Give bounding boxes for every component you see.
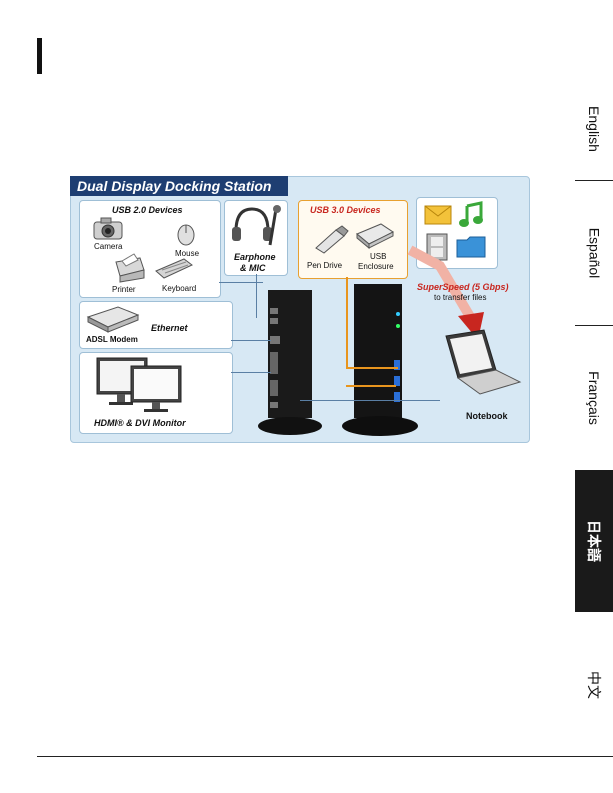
mouse-icon <box>176 222 196 246</box>
notebook-icon <box>440 330 524 400</box>
tab-chinese[interactable]: 中文 <box>575 640 613 730</box>
keyboard-icon <box>154 257 194 279</box>
tab-japanese-label: 日本語 <box>584 520 604 562</box>
monitor-label: HDMI® & DVI Monitor <box>94 418 186 428</box>
usb3-heading: USB 3.0 Devices <box>310 205 381 215</box>
superspeed-label: SuperSpeed (5 Gbps) <box>417 282 509 292</box>
tab-english[interactable]: English <box>575 78 613 180</box>
camera-label: Camera <box>94 242 122 251</box>
adsl-modem-label: ADSL Modem <box>86 335 138 344</box>
music-note-icon <box>459 202 483 228</box>
tab-espanol-label: Español <box>586 228 602 279</box>
notebook-wire <box>300 400 440 401</box>
docking-station-back-icon <box>256 288 326 438</box>
usb2-heading: USB 2.0 Devices <box>112 205 183 215</box>
ethernet-wire <box>231 340 271 341</box>
transfer-label: to transfer files <box>434 293 486 302</box>
ethernet-label: Ethernet <box>151 323 188 333</box>
tab-espanol[interactable]: Español <box>575 181 613 325</box>
mic-label: & MIC <box>240 263 266 273</box>
diagram-title: Dual Display Docking Station <box>70 176 288 196</box>
section-marker-bar <box>37 38 42 74</box>
pen-drive-label: Pen Drive <box>307 261 342 270</box>
pen-drive-icon <box>312 226 348 254</box>
tab-english-label: English <box>586 106 602 152</box>
footer-rule <box>37 756 613 757</box>
modem-icon <box>86 305 140 333</box>
usb3-wire-1 <box>346 277 398 369</box>
tab-francais-label: Français <box>586 371 602 425</box>
mail-icon <box>424 204 452 226</box>
usb3-wire-2 <box>346 385 396 387</box>
headset-mic-icon <box>230 205 282 249</box>
usb-enclosure-label-1: USB <box>370 252 386 261</box>
tab-francais[interactable]: Français <box>575 326 613 470</box>
printer-label: Printer <box>112 285 136 294</box>
tab-chinese-label: 中文 <box>584 671 604 699</box>
keyboard-label: Keyboard <box>162 284 196 293</box>
earphone-label: Earphone <box>234 252 276 262</box>
dvi-wire <box>231 372 271 373</box>
printer-icon <box>110 252 146 282</box>
usb-enclosure-icon <box>355 222 395 248</box>
tab-japanese[interactable]: 日本語 <box>575 470 613 612</box>
notebook-label: Notebook <box>466 411 508 421</box>
camera-icon <box>93 218 123 240</box>
audio-wire <box>256 274 257 318</box>
usb-enclosure-label-2: Enclosure <box>358 262 394 271</box>
monitor-icon <box>95 356 185 414</box>
